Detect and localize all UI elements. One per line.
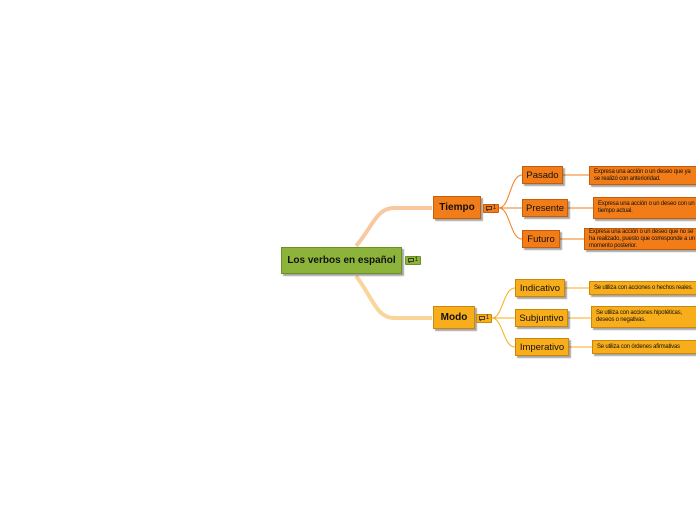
topic-pasado-label: Pasado: [526, 169, 559, 181]
leaf-subjuntivo[interactable]: Se utiliza con acciones hipotéticas, des…: [591, 306, 696, 328]
leaf-imperativo-text: Se utiliza con órdenes afirmativas: [597, 343, 680, 350]
leaf-pasado[interactable]: Expresa una acción o un deseo que ya se …: [589, 166, 696, 185]
topic-futuro[interactable]: Futuro: [522, 230, 560, 248]
topic-subjuntivo[interactable]: Subjuntivo: [515, 309, 568, 327]
leaf-imperativo[interactable]: Se utiliza con órdenes afirmativas: [592, 340, 696, 354]
note-icon: [407, 258, 414, 263]
leaf-indicativo-text: Se utiliza con acciones o hechos reales.: [594, 284, 693, 291]
topic-tiempo[interactable]: Tiempo: [433, 196, 481, 219]
modo-note-count: 1: [485, 315, 490, 321]
tiempo-note-badge[interactable]: 1: [483, 204, 499, 213]
link-tiempo-futuro: [498, 207, 523, 240]
link-modo-indicativo: [491, 287, 516, 319]
topic-imperativo-label: Imperativo: [519, 341, 565, 353]
modo-note-badge[interactable]: 1: [476, 314, 492, 323]
leaf-presente-text: Expresa una acción o un deseo con un tie…: [598, 201, 695, 214]
root-topic[interactable]: Los verbos en español: [281, 247, 402, 274]
topic-pasado[interactable]: Pasado: [522, 166, 563, 184]
link-modo-imperativo: [491, 317, 516, 348]
root-topic-label: Los verbos en español: [287, 255, 396, 266]
link-tiempo-pasado: [498, 174, 523, 209]
leaf-futuro-text: Expresa una acción o un deseo que no se …: [589, 228, 695, 249]
leaf-futuro[interactable]: Expresa una acción o un deseo que no se …: [584, 228, 696, 250]
note-icon: [478, 316, 485, 321]
topic-indicativo-label: Indicativo: [519, 282, 561, 294]
topic-modo-label: Modo: [440, 312, 468, 323]
topic-presente-label: Presente: [525, 202, 565, 214]
root-note-count: 1: [414, 257, 419, 263]
root-note-badge[interactable]: 1: [405, 256, 421, 265]
tiempo-note-count: 1: [492, 205, 497, 211]
note-icon: [485, 206, 492, 211]
leaf-presente[interactable]: Expresa una acción o un deseo con un tie…: [593, 197, 696, 219]
link-root-modo: [354, 274, 432, 320]
topic-indicativo[interactable]: Indicativo: [515, 279, 565, 297]
topic-subjuntivo-label: Subjuntivo: [519, 312, 564, 324]
topic-modo[interactable]: Modo: [433, 306, 475, 329]
topic-presente[interactable]: Presente: [522, 199, 568, 217]
leaf-indicativo[interactable]: Se utiliza con acciones o hechos reales.: [589, 281, 696, 295]
leaf-pasado-text: Expresa una acción o un deseo que ya se …: [594, 168, 691, 182]
topic-imperativo[interactable]: Imperativo: [515, 338, 569, 356]
leaf-subjuntivo-text: Se utiliza con acciones hipotéticas, des…: [596, 310, 682, 323]
topic-futuro-label: Futuro: [527, 233, 555, 245]
topic-tiempo-label: Tiempo: [439, 202, 475, 213]
link-root-tiempo: [354, 206, 432, 248]
